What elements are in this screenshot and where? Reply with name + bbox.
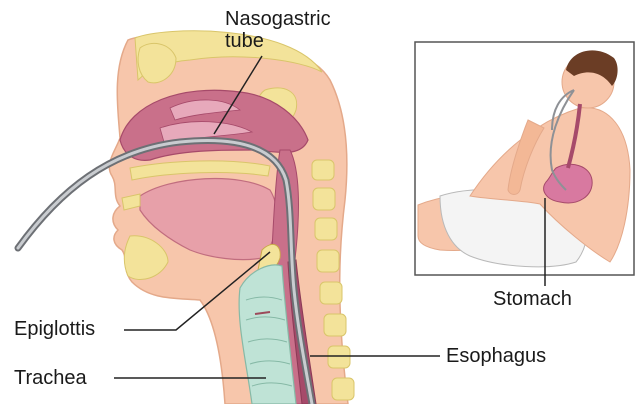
head-sagittal-section xyxy=(18,31,354,404)
label-nasogastric-tube: Nasogastric tube xyxy=(225,8,331,52)
patient-inset xyxy=(415,42,634,275)
label-nasogastric-line1: Nasogastric xyxy=(225,8,331,30)
label-stomach: Stomach xyxy=(493,288,572,310)
label-epiglottis: Epiglottis xyxy=(14,318,95,340)
label-esophagus: Esophagus xyxy=(446,345,546,367)
label-trachea: Trachea xyxy=(14,367,87,389)
label-nasogastric-line2: tube xyxy=(225,30,331,52)
